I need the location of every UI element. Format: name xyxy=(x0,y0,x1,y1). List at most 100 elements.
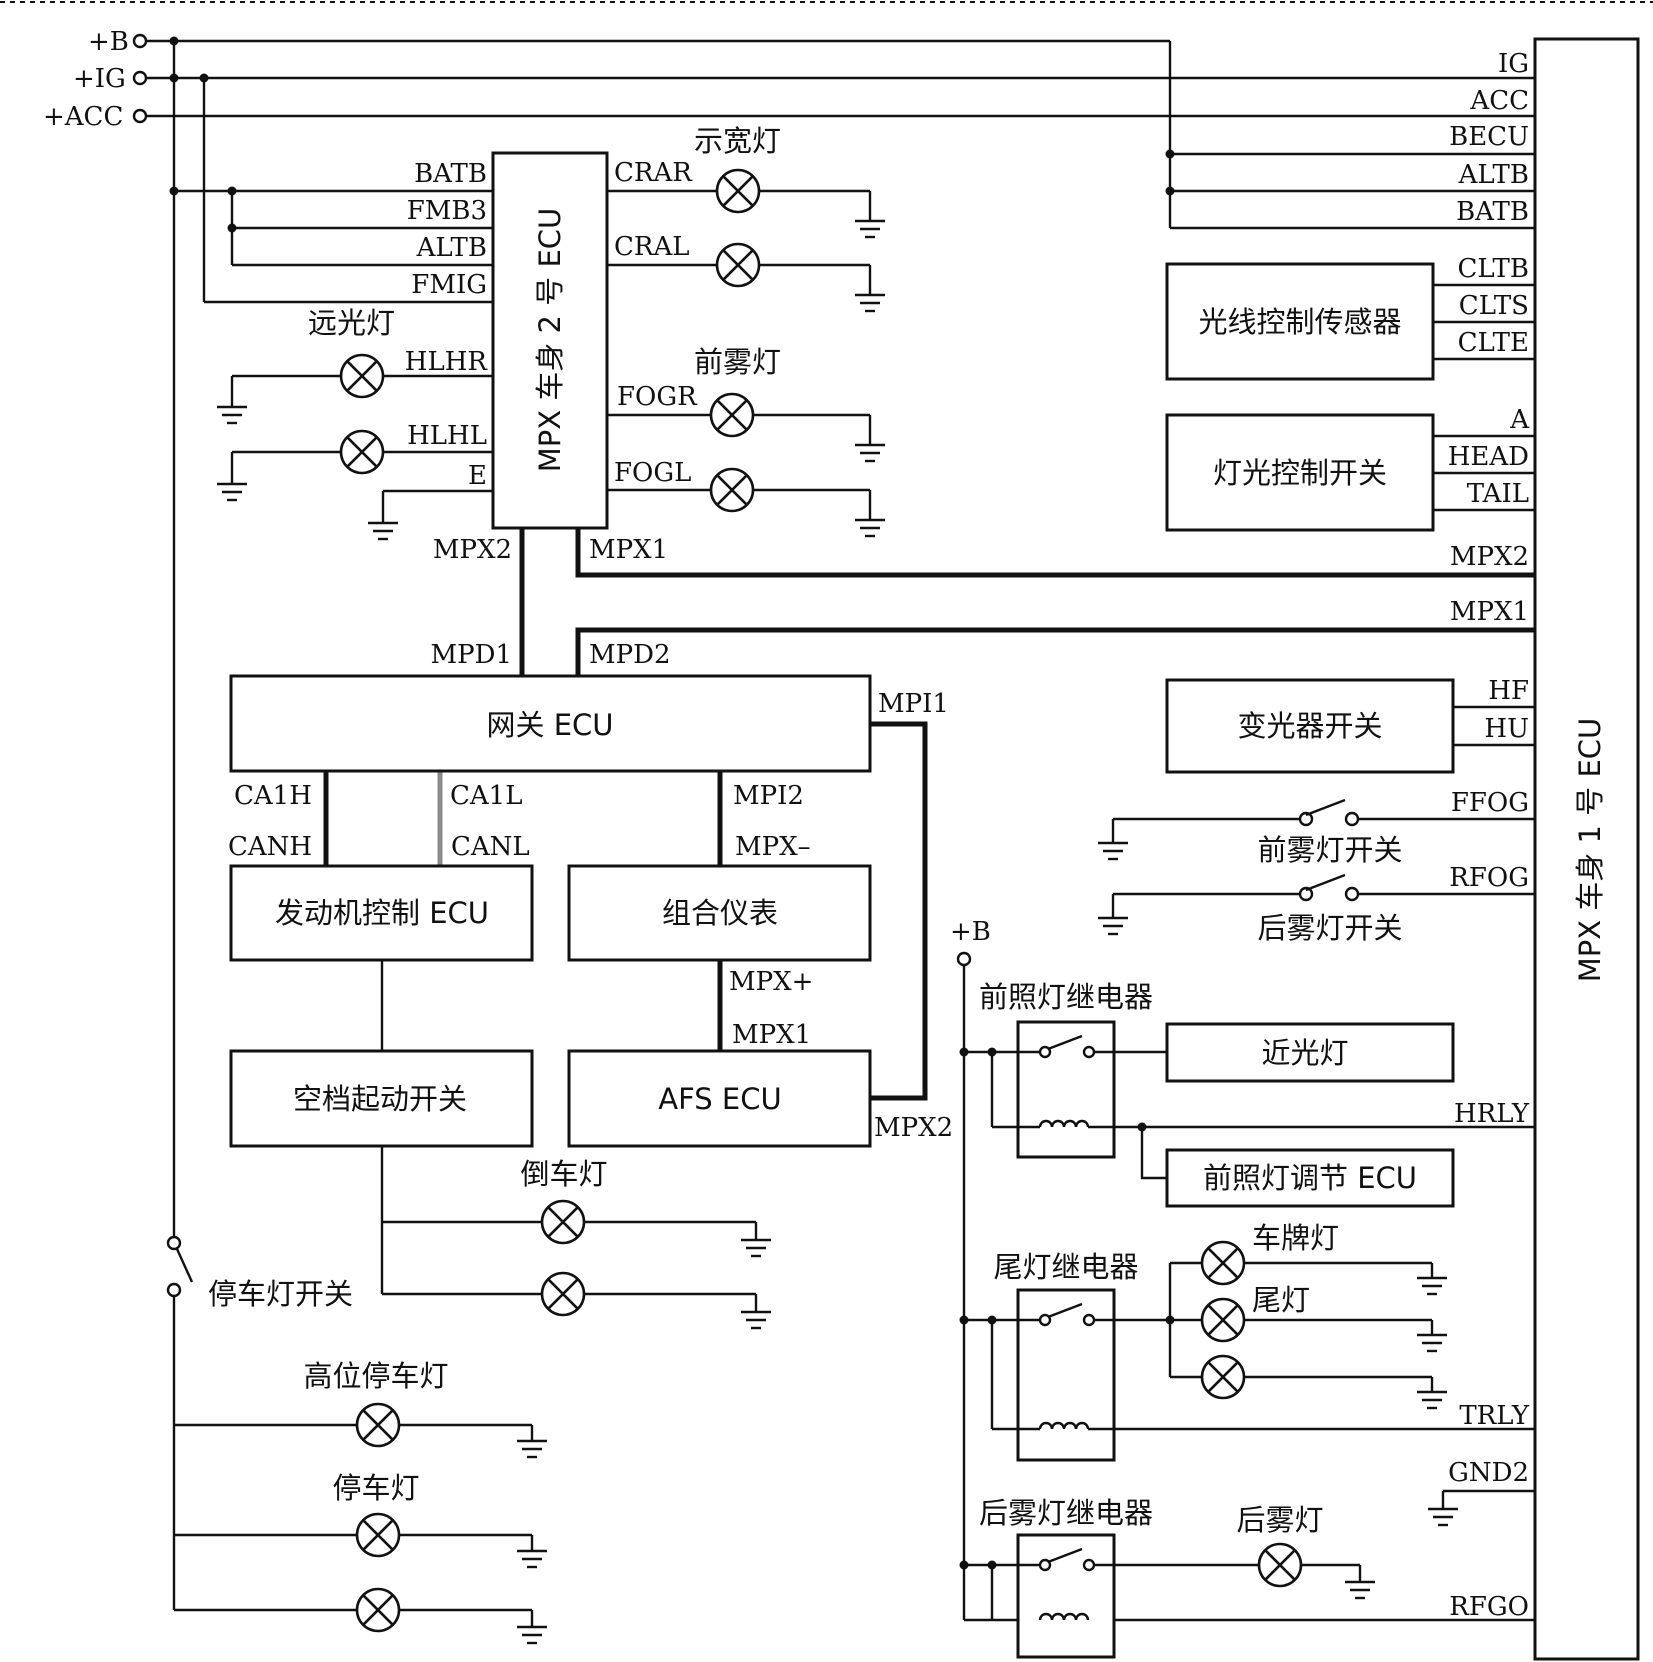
rear-fog-lamp xyxy=(1257,1542,1303,1588)
tail-lamp-1 xyxy=(1200,1297,1246,1343)
svg-text:HU: HU xyxy=(1484,714,1529,744)
headlamp-leveling-ecu xyxy=(1165,1148,1455,1208)
reverse-lamp-2 xyxy=(540,1271,586,1317)
dimmer-switch-label: 变光器开关 xyxy=(1237,709,1382,743)
dimmer-switch-wires xyxy=(1453,705,1535,747)
power-rails xyxy=(132,33,1535,1237)
ecu2-pin-labels: BATB FMB3 ALTB FMIG HLHR HLHL E CRAR CRA… xyxy=(405,158,698,565)
mpx-bus-lines xyxy=(323,528,1535,1101)
svg-text:FFOG: FFOG xyxy=(1451,788,1529,818)
svg-text:FOGL: FOGL xyxy=(614,458,691,488)
headlamp-leveling-ecu-label: 前照灯调节 ECU xyxy=(1203,1161,1417,1195)
front-fog-lamp-label: 前雾灯 xyxy=(694,345,781,379)
svg-text:HF: HF xyxy=(1488,676,1529,706)
svg-text:HLHL: HLHL xyxy=(407,421,487,451)
light-sensor-wires xyxy=(1433,283,1535,361)
rear-fog-relay-label: 后雾灯继电器 xyxy=(979,1496,1153,1530)
light-control-switch-label: 灯光控制开关 xyxy=(1213,456,1387,490)
ecu1-title: MPX 车身 1 号 ECU xyxy=(1573,718,1607,983)
svg-text:CRAR: CRAR xyxy=(614,158,693,188)
mpd1-label: MPD1 xyxy=(430,640,512,670)
neutral-start-switch xyxy=(229,1049,534,1148)
clearance-right-lamp xyxy=(715,168,761,214)
relay-b-label: +B xyxy=(950,917,991,947)
high-beam-right-lamp xyxy=(339,353,385,399)
high-beam-left-lamp xyxy=(339,429,385,475)
svg-text:ALTB: ALTB xyxy=(416,233,487,263)
rear-fog-switch-label: 后雾灯开关 xyxy=(1257,911,1402,945)
svg-text:HLHR: HLHR xyxy=(405,347,489,377)
svg-text:GND2: GND2 xyxy=(1448,1458,1529,1488)
svg-text:E: E xyxy=(468,461,487,491)
svg-text:MPX2: MPX2 xyxy=(1450,542,1529,572)
gateway-ecu-label: 网关 ECU xyxy=(486,708,613,742)
light-switch-wires xyxy=(1433,434,1535,512)
tail-relay xyxy=(959,1261,1535,1462)
mpx-body-ecu-1 xyxy=(1533,37,1640,1661)
svg-text:CRAL: CRAL xyxy=(614,232,690,262)
front-lamp-circuit xyxy=(607,189,887,538)
license-lamp-label: 车牌灯 xyxy=(1252,1221,1339,1255)
tail-lamp-label: 尾灯 xyxy=(1252,1283,1310,1317)
afs-ecu xyxy=(567,1049,872,1148)
svg-text:CLTS: CLTS xyxy=(1459,291,1529,321)
svg-text:CLTB: CLTB xyxy=(1458,254,1530,284)
svg-text:BECU: BECU xyxy=(1449,122,1529,152)
ecu2-title: MPX 车身 2 号 ECU xyxy=(533,208,567,473)
engine-control-ecu-label: 发动机控制 ECU xyxy=(275,896,489,930)
mpi2-label: MPI2 xyxy=(733,781,804,811)
svg-text:RFGO: RFGO xyxy=(1449,1592,1529,1622)
front-fog-right-lamp xyxy=(709,392,755,438)
supply-acc-label: +ACC xyxy=(43,102,123,132)
rear-fog-relay xyxy=(959,1533,1377,1659)
svg-text:RFOG: RFOG xyxy=(1449,863,1529,893)
dimmer-switch xyxy=(1165,678,1455,774)
svg-text:BATB: BATB xyxy=(414,159,487,189)
svg-text:FOGR: FOGR xyxy=(617,382,698,412)
front-fog-switch xyxy=(1096,798,1535,861)
svg-text:MPX1: MPX1 xyxy=(589,535,668,565)
svg-text:FMB3: FMB3 xyxy=(407,196,487,226)
svg-text:IG: IG xyxy=(1498,49,1529,79)
reverse-lamp-circuit xyxy=(380,1146,773,1330)
mpi1-label: MPI1 xyxy=(878,689,949,719)
svg-text:ALTB: ALTB xyxy=(1458,160,1529,190)
supply-ig-label: +IG xyxy=(73,64,126,94)
low-beam-lamp-label: 近光灯 xyxy=(1261,1036,1348,1070)
light-control-sensor-label: 光线控制传感器 xyxy=(1198,305,1401,339)
combination-meter-label: 组合仪表 xyxy=(662,896,778,930)
low-beam-lamp xyxy=(1165,1022,1455,1083)
engine-control-ecu xyxy=(229,864,534,962)
afs-mpx2-label: MPX2 xyxy=(874,1113,953,1143)
reverse-lamp-1 xyxy=(540,1199,586,1245)
tail-relay-label: 尾灯继电器 xyxy=(993,1250,1138,1284)
neutral-start-switch-label: 空档起动开关 xyxy=(293,1082,467,1116)
light-control-sensor xyxy=(1165,262,1435,381)
mpx-minus-label: MPX– xyxy=(735,832,811,862)
svg-text:ACC: ACC xyxy=(1469,86,1529,116)
afs-mpx1-label: MPX1 xyxy=(732,1020,811,1050)
mpx-plus-label: MPX+ xyxy=(729,967,813,997)
license-lamp xyxy=(1200,1240,1246,1286)
gateway-ecu xyxy=(229,674,872,773)
rear-fog-lamp-label: 后雾灯 xyxy=(1236,1503,1323,1537)
ca1h-label: CA1H xyxy=(234,781,312,811)
gnd2-ground xyxy=(1426,1489,1535,1527)
headlamp-relay xyxy=(959,1020,1535,1180)
svg-text:HRLY: HRLY xyxy=(1454,1099,1530,1129)
svg-text:BATB: BATB xyxy=(1456,197,1529,227)
front-fog-left-lamp xyxy=(709,467,755,513)
svg-text:TRLY: TRLY xyxy=(1459,1401,1530,1431)
high-stop-lamp xyxy=(355,1402,401,1448)
clearance-lamp-label: 示宽灯 xyxy=(694,124,781,158)
tail-lamp-2 xyxy=(1200,1354,1246,1400)
svg-text:MPX1: MPX1 xyxy=(1450,597,1529,627)
stop-lamp-1 xyxy=(355,1512,401,1558)
svg-text:CLTE: CLTE xyxy=(1458,328,1529,358)
svg-text:TAIL: TAIL xyxy=(1467,479,1529,509)
light-control-switch xyxy=(1165,413,1435,532)
stop-lamp-switch-label: 停车灯开关 xyxy=(208,1277,353,1311)
clearance-left-lamp xyxy=(715,242,761,288)
svg-text:MPX2: MPX2 xyxy=(433,535,512,565)
